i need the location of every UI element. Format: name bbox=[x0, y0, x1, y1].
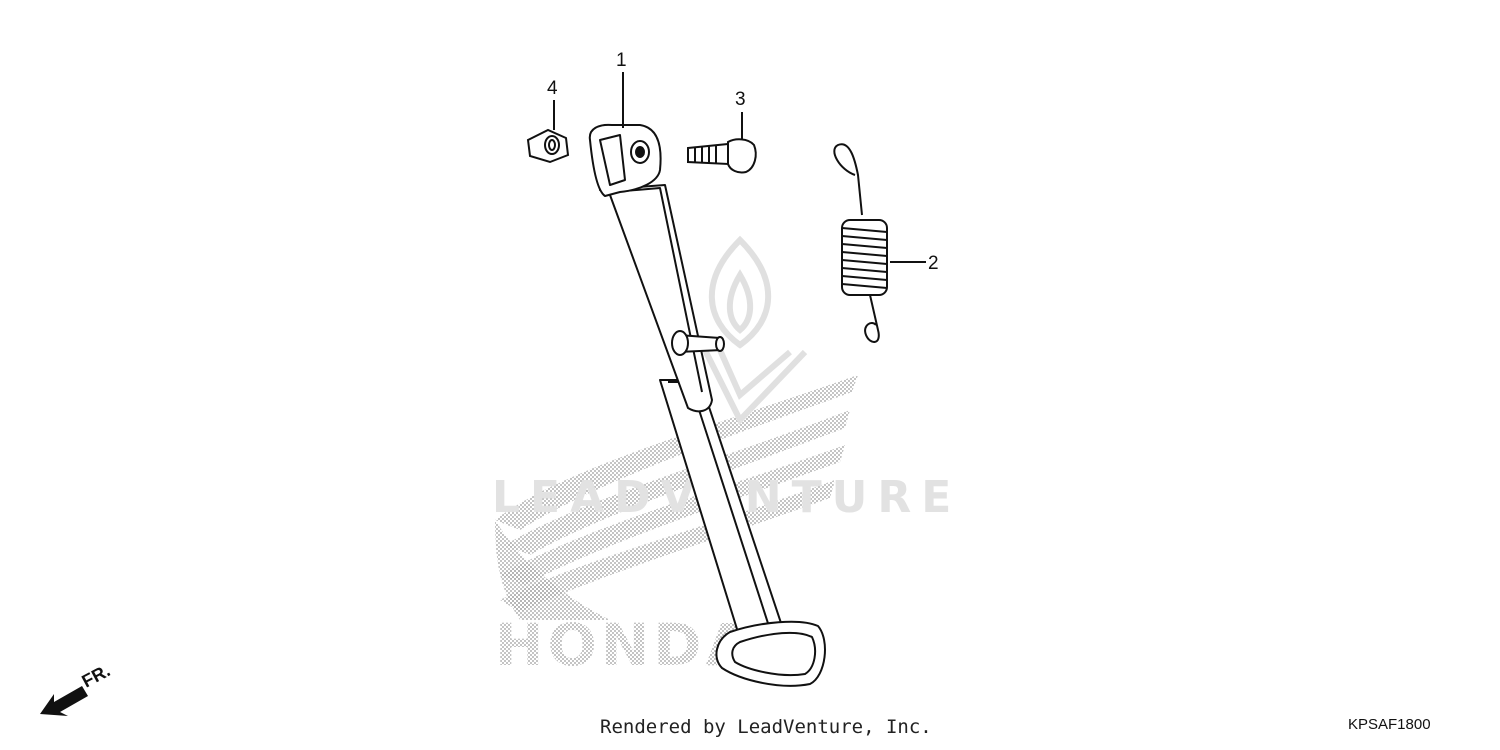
diagram-code: KPSAF1800 bbox=[1348, 716, 1431, 733]
leadventure-logo-watermark bbox=[702, 235, 808, 426]
honda-wing-watermark: HONDA bbox=[495, 375, 858, 679]
rendered-by-credit: Rendered by LeadVenture, Inc. bbox=[600, 716, 932, 738]
front-direction-label: FR. bbox=[78, 660, 113, 691]
callout-1: 1 bbox=[616, 50, 627, 71]
spring-part bbox=[833, 143, 926, 343]
callout-2: 2 bbox=[928, 253, 939, 274]
front-direction-arrow-icon: FR. bbox=[40, 660, 113, 716]
bolt-part bbox=[687, 112, 757, 174]
side-stand-part bbox=[588, 123, 826, 687]
callout-4: 4 bbox=[547, 78, 558, 99]
callout-3: 3 bbox=[735, 89, 746, 110]
honda-watermark-text: HONDA bbox=[495, 611, 754, 679]
nut-part bbox=[526, 100, 570, 164]
